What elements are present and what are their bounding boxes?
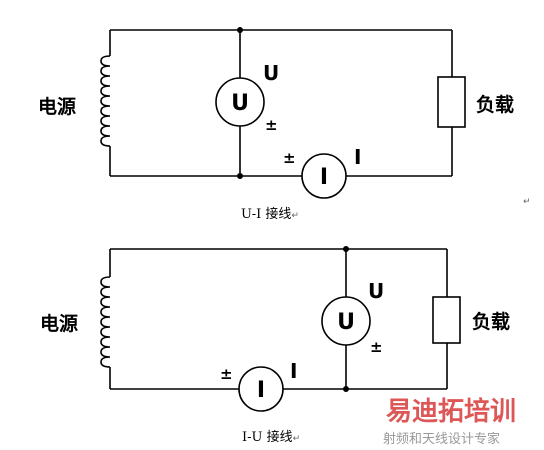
top-load-resistor [437, 76, 466, 128]
bottom-junction-upper [343, 246, 349, 252]
watermark-subtitle: 射频和天线设计专家 [383, 431, 500, 447]
bottom-load-label: 负载 [472, 310, 510, 333]
top-voltmeter-circle [215, 77, 265, 127]
bottom-voltmeter-symbol: U [337, 310, 355, 335]
top-ammeter-polarity: ± [283, 149, 296, 167]
bottom-load-resistor [432, 296, 461, 344]
bottom-ammeter-circle [238, 366, 284, 412]
top-source-coil [100, 55, 111, 147]
diagram-top [100, 29, 466, 199]
bottom-junction-lower [343, 386, 349, 392]
diagram-bottom [100, 248, 461, 412]
top-caption: U-I 接线↵ [241, 206, 299, 222]
top-voltmeter-polarity: ± [265, 116, 278, 134]
top-voltmeter-symbol: U [231, 91, 249, 116]
bottom-ammeter-polarity: ± [220, 365, 233, 383]
watermark-title: 易迪拓培训 [386, 397, 516, 427]
top-ammeter-symbol: I [320, 165, 328, 190]
bottom-source-coil [100, 276, 111, 368]
bottom-voltmeter-circle [321, 296, 371, 346]
bottom-voltmeter-terminal-label: U [368, 279, 384, 303]
top-junction-lower [237, 173, 243, 179]
top-paragraph-mark: ↵ [523, 197, 531, 207]
watermark: 易迪拓培训 射频和天线设计专家 [383, 397, 516, 447]
bottom-caption: I-U 接线↵ [242, 429, 300, 445]
bottom-voltmeter-polarity: ± [370, 338, 383, 356]
top-source-label: 电源 [38, 95, 76, 118]
top-junction-upper [237, 27, 243, 33]
bottom-source-label: 电源 [40, 312, 78, 335]
bottom-ammeter-terminal-label: I [290, 359, 297, 383]
top-load-label: 负载 [476, 93, 514, 116]
bottom-ammeter-symbol: I [257, 378, 265, 403]
top-voltmeter-terminal-label: U [263, 61, 279, 85]
top-ammeter-circle [301, 153, 347, 199]
top-ammeter-terminal-label: I [354, 145, 361, 169]
